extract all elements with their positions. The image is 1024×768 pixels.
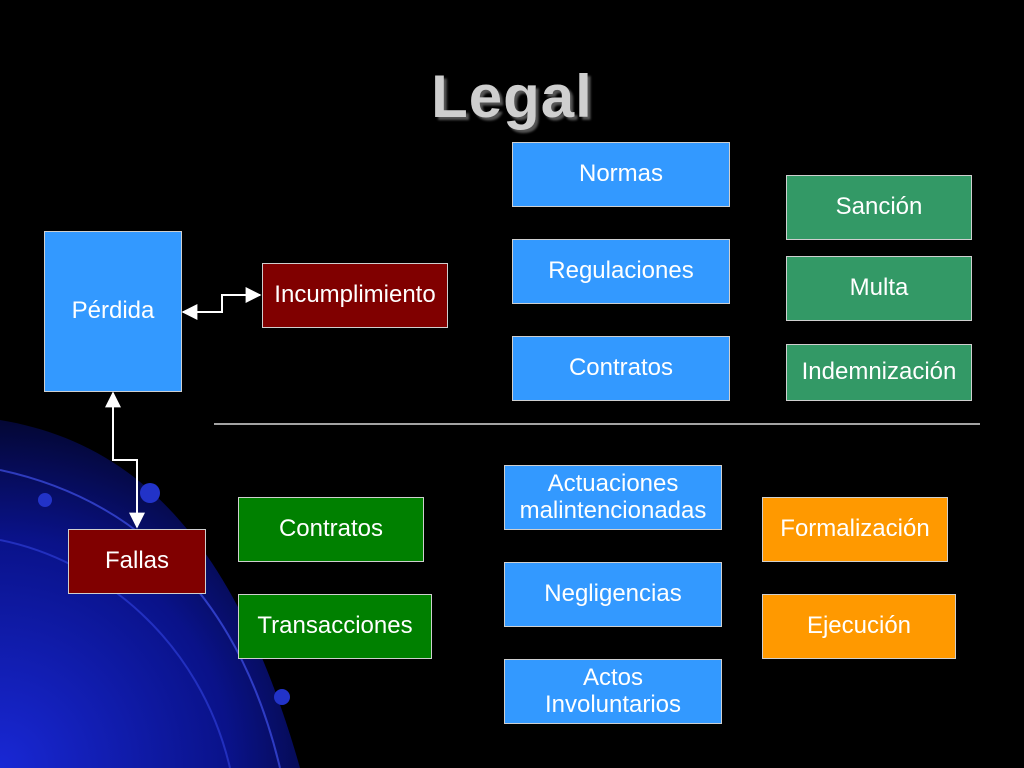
node-contratos-bottom: Contratos [238, 497, 424, 562]
node-fallas: Fallas [68, 529, 206, 594]
node-label: Incumplimiento [274, 281, 436, 309]
node-sancion: Sanción [786, 175, 972, 240]
node-multa: Multa [786, 256, 972, 321]
node-normas: Normas [512, 142, 730, 207]
node-label: Formalización [780, 515, 930, 543]
node-transacciones: Transacciones [238, 594, 432, 659]
node-label-line-1: Actuaciones [547, 470, 679, 498]
node-actuaciones-malintencionadas: Actuaciones malintencionadas [504, 465, 722, 530]
node-incumplimiento: Incumplimiento [262, 263, 448, 328]
node-negligencias: Negligencias [504, 562, 722, 627]
node-contratos-top: Contratos [512, 336, 730, 401]
node-ejecucion: Ejecución [762, 594, 956, 659]
node-indemnizacion: Indemnización [786, 344, 972, 401]
node-label: Ejecución [806, 612, 912, 640]
node-label: Negligencias [544, 580, 682, 608]
node-formalizacion: Formalización [762, 497, 948, 562]
node-label: Contratos [568, 354, 674, 382]
node-perdida: Pérdida [44, 231, 182, 392]
node-label-line-2: Involuntarios [544, 690, 682, 718]
node-label: Transacciones [257, 612, 413, 640]
node-label: Regulaciones [548, 257, 694, 285]
slide-title: Legal [431, 63, 593, 130]
node-label-line-2: malintencionadas [519, 496, 707, 524]
node-label: Normas [578, 160, 663, 188]
node-label: Sanción [835, 193, 923, 221]
node-regulaciones: Regulaciones [512, 239, 730, 304]
node-label: Indemnización [801, 358, 957, 386]
node-label: Pérdida [71, 297, 155, 325]
node-label: Contratos [278, 515, 384, 543]
node-actos-involuntarios: Actos Involuntarios [504, 659, 722, 724]
node-label: Fallas [104, 547, 170, 575]
node-label: Multa [849, 274, 909, 302]
node-label-line-1: Actos [582, 664, 644, 692]
